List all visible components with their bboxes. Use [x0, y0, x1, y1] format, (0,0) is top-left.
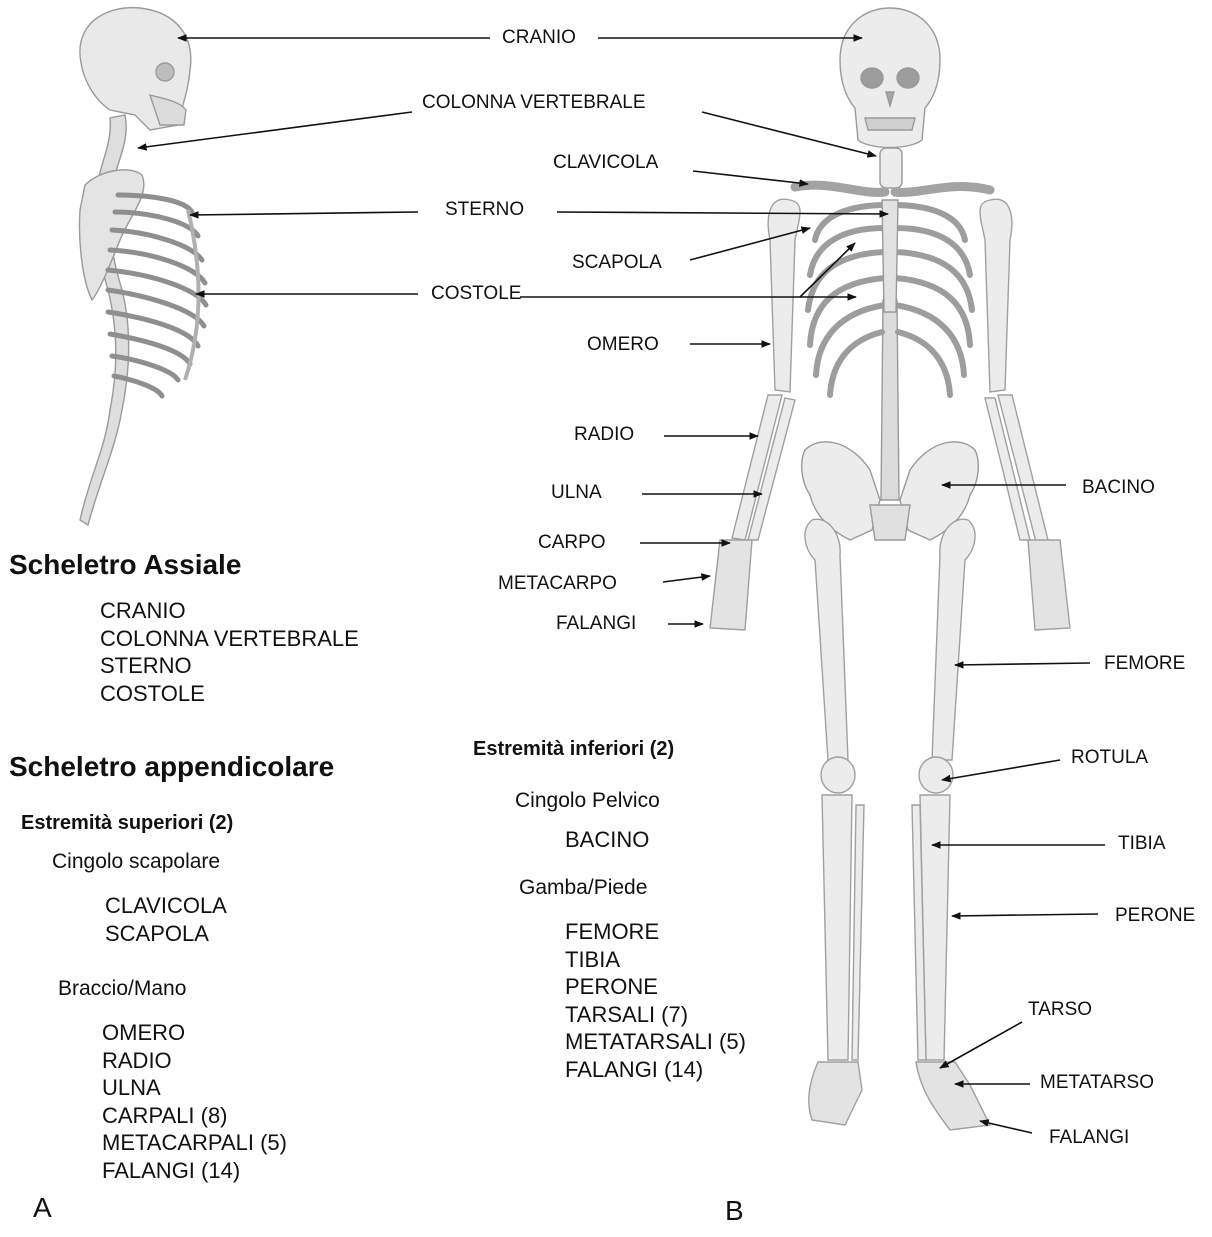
cingolo-scapolare-title: Cingolo scapolare: [52, 850, 220, 874]
list-item: METATARSALI (5): [565, 1028, 746, 1056]
leader-falangi-piede: [980, 1121, 1032, 1133]
label-rotula: ROTULA: [1071, 747, 1148, 769]
front-skull: [840, 8, 940, 148]
list-item: TIBIA: [565, 946, 746, 974]
label-tarso: TARSO: [1028, 999, 1092, 1021]
list-item: METACARPALI (5): [102, 1129, 287, 1157]
panel-label-b: B: [725, 1195, 744, 1227]
braccio-mano-list: OMERO RADIO ULNA CARPALI (8) METACARPALI…: [102, 1019, 287, 1184]
list-item: TARSALI (7): [565, 1001, 746, 1029]
list-item: BACINO: [565, 826, 649, 854]
label-femore: FEMORE: [1104, 653, 1185, 675]
cingolo-pelvico-list: BACINO: [565, 826, 649, 854]
list-item: RADIO: [102, 1047, 287, 1075]
label-bacino: BACINO: [1082, 477, 1155, 499]
appendicolare-title: Scheletro appendicolare: [9, 751, 334, 783]
list-item: FALANGI (14): [102, 1157, 287, 1185]
list-item: COLONNA VERTEBRALE: [100, 625, 359, 653]
front-sternum: [882, 200, 898, 312]
list-item: CARPALI (8): [102, 1102, 287, 1130]
label-sterno: STERNO: [445, 199, 524, 221]
front-legs: [805, 519, 990, 1130]
label-cranio: CRANIO: [502, 27, 576, 49]
label-metatarso: METATARSO: [1040, 1072, 1154, 1094]
label-colonna-vertebrale: COLONNA VERTEBRALE: [422, 92, 646, 114]
label-omero: OMERO: [587, 334, 659, 356]
label-falangi-piede: FALANGI: [1049, 1127, 1129, 1149]
inferiori-title: Estremità inferiori (2): [473, 738, 674, 761]
cingolo-scapolare-list: CLAVICOLA SCAPOLA: [105, 892, 227, 947]
leader-sterno-left: [190, 212, 418, 215]
list-item: OMERO: [102, 1019, 287, 1047]
superiori-title: Estremità superiori (2): [21, 812, 233, 835]
label-scapola: SCAPOLA: [572, 252, 662, 274]
list-item: SCAPOLA: [105, 920, 227, 948]
leader-rotula: [942, 760, 1060, 780]
leader-metacarpo: [663, 576, 710, 582]
side-skeleton: [80, 8, 207, 525]
label-carpo: CARPO: [538, 532, 606, 554]
panel-label-a: A: [33, 1192, 52, 1224]
list-item: COSTOLE: [100, 680, 359, 708]
list-item: CLAVICOLA: [105, 892, 227, 920]
gamba-piede-list: FEMORE TIBIA PERONE TARSALI (7) METATARS…: [565, 918, 746, 1083]
assiale-title: Scheletro Assiale: [9, 549, 241, 581]
cingolo-pelvico-title: Cingolo Pelvico: [515, 789, 660, 813]
leader-tarso: [940, 1022, 1022, 1068]
leader-colonna-right: [702, 112, 876, 156]
gamba-piede-title: Gamba/Piede: [519, 876, 647, 900]
leader-femore: [955, 663, 1090, 665]
label-tibia: TIBIA: [1118, 833, 1166, 855]
label-costole: COSTOLE: [431, 283, 521, 305]
front-skeleton: [710, 8, 1070, 1130]
label-metacarpo: METACARPO: [498, 573, 617, 595]
label-radio: RADIO: [574, 424, 634, 446]
list-item: FALANGI (14): [565, 1056, 746, 1084]
braccio-mano-title: Braccio/Mano: [58, 977, 186, 1001]
list-item: FEMORE: [565, 918, 746, 946]
leader-clavicola: [693, 171, 808, 184]
leader-perone: [952, 914, 1098, 916]
label-falangi-mano: FALANGI: [556, 613, 636, 635]
label-ulna: ULNA: [551, 482, 602, 504]
list-item: ULNA: [102, 1074, 287, 1102]
side-skull: [80, 8, 191, 130]
label-perone: PERONE: [1115, 905, 1195, 927]
label-clavicola: CLAVICOLA: [553, 152, 658, 174]
assiale-list: CRANIO COLONNA VERTEBRALE STERNO COSTOLE: [100, 597, 359, 707]
list-item: STERNO: [100, 652, 359, 680]
list-item: PERONE: [565, 973, 746, 1001]
list-item: CRANIO: [100, 597, 359, 625]
